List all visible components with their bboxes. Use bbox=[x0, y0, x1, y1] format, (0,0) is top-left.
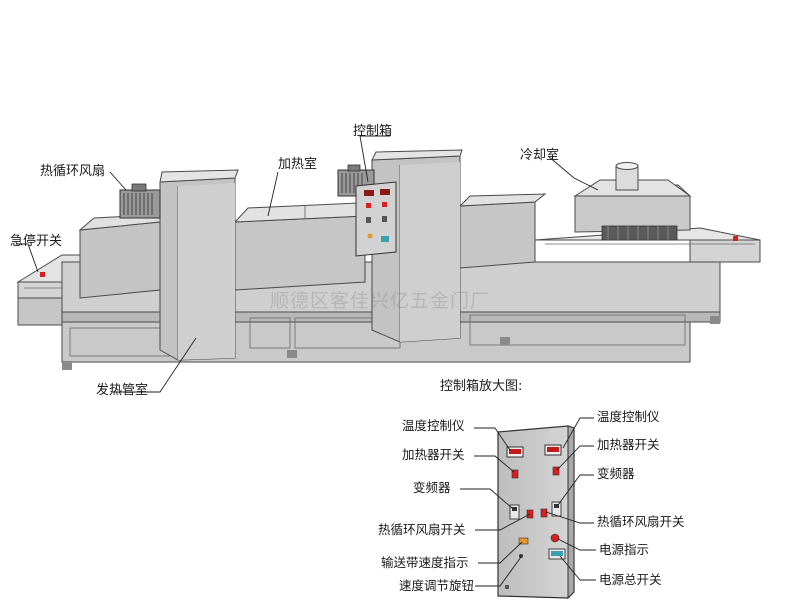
tower-left bbox=[159, 169, 239, 361]
label-conveyor-speed: 输送带速度指示 bbox=[381, 555, 469, 570]
label-vfd-right: 变频器 bbox=[597, 466, 635, 481]
label-temp-ctrl-right: 温度控制仪 bbox=[597, 409, 660, 424]
panel-leaders bbox=[460, 417, 596, 587]
label-heater-switch-left: 加热器开关 bbox=[402, 447, 465, 462]
label-fan-switch-right: 热循环风扇开关 bbox=[597, 514, 685, 529]
label-heating-room: 加热室 bbox=[278, 157, 318, 172]
label-estop: 急停开关 bbox=[10, 234, 63, 249]
label-fan-switch-left: 热循环风扇开关 bbox=[378, 522, 466, 537]
label-control-box: 控制箱 bbox=[353, 124, 393, 139]
label-main-power: 电源总开关 bbox=[599, 572, 662, 587]
label-temp-ctrl-left: 温度控制仪 bbox=[402, 418, 465, 433]
label-heat-circ-fan: 热循环风扇 bbox=[40, 164, 106, 179]
control-panel-enlarged bbox=[497, 425, 575, 600]
label-heater-switch-right: 加热器开关 bbox=[597, 437, 660, 452]
machine-leaders bbox=[16, 135, 599, 393]
cooling-chamber bbox=[573, 162, 692, 241]
label-heater-tube-room: 发热管室 bbox=[96, 383, 149, 398]
watermark: 顺德区客佳兴亿五金门厂 bbox=[270, 290, 491, 312]
label-vfd-left: 变频器 bbox=[413, 480, 451, 495]
label-cooling-room: 冷却室 bbox=[520, 148, 560, 163]
estop-indicator bbox=[40, 272, 45, 277]
label-speed-knob: 速度调节旋钮 bbox=[399, 578, 475, 593]
label-power-indicator: 电源指示 bbox=[599, 542, 650, 557]
fan-motor-left bbox=[119, 183, 161, 219]
zoom-title: 控制箱放大图: bbox=[440, 379, 523, 394]
control-box-small bbox=[355, 181, 397, 257]
